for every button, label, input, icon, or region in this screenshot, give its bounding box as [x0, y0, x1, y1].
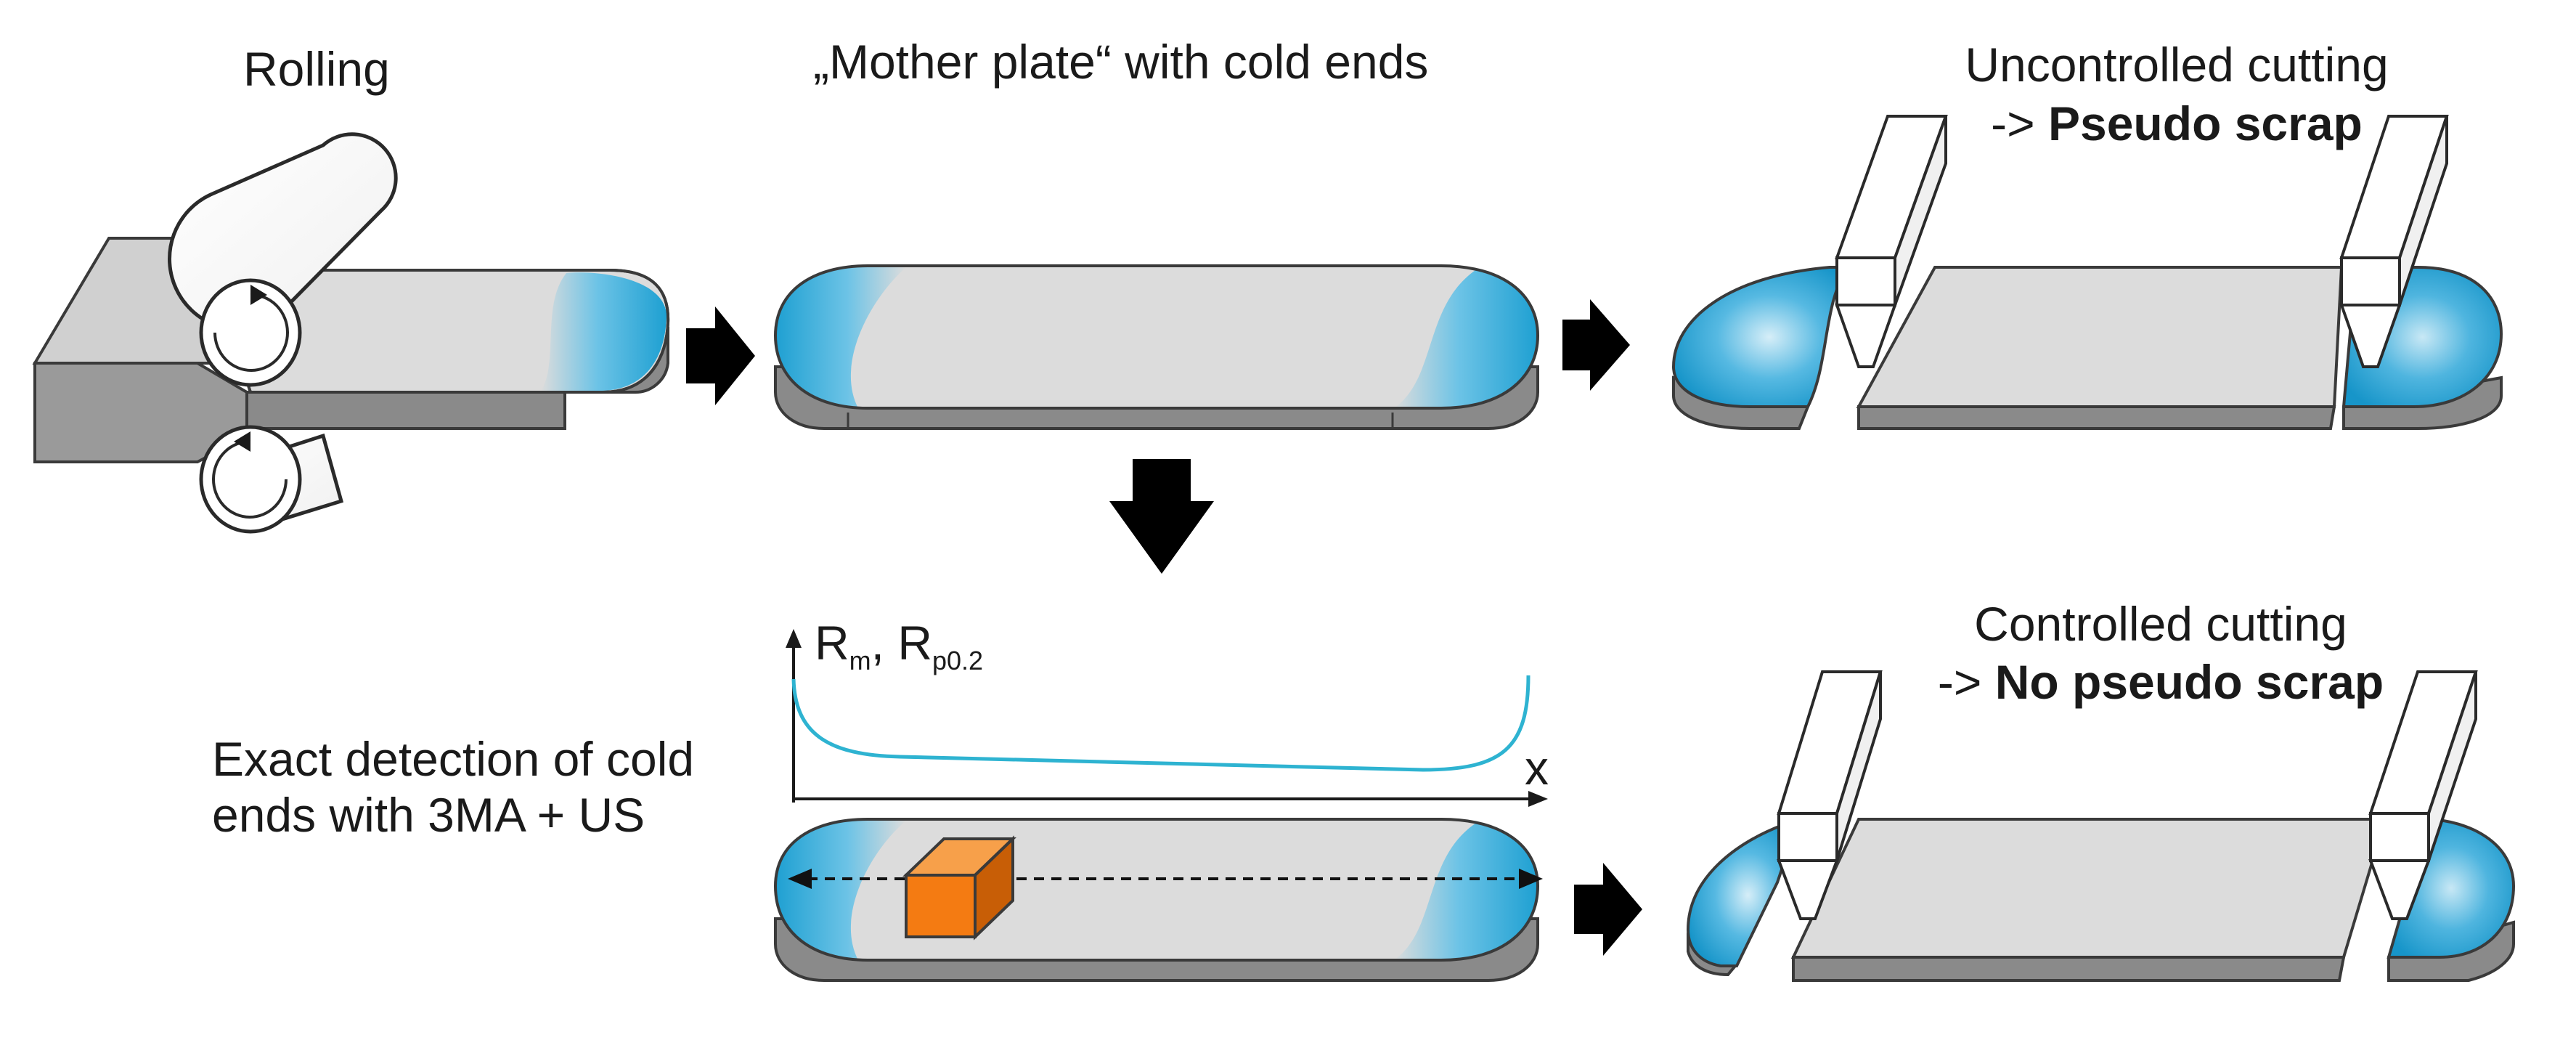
detection-label-line1: Exact detection of cold: [212, 732, 694, 786]
right-arrow-icon: [1574, 863, 1642, 956]
y-axis-label: Rm, Rp0.2: [815, 616, 983, 675]
controlled-cutting-result: -> No pseudo scrap: [1938, 655, 2384, 709]
down-arrow-icon: [1109, 459, 1214, 574]
no-pseudo-scrap-label: No pseudo scrap: [1995, 655, 2384, 709]
mother-plate-label: „Mother plate“ with cold ends: [813, 35, 1428, 89]
mother-plate: [773, 264, 1540, 430]
right-arrow-icon: [1562, 299, 1630, 391]
uncontrolled-cutting-result: -> Pseudo scrap: [1991, 97, 2363, 150]
rolling-label: Rolling: [243, 42, 390, 96]
strength-profile-curve: [791, 675, 1530, 772]
cutting-blade-icon: [2339, 115, 2449, 368]
property-profile-chart: Rm, Rp0.2 x: [786, 616, 1549, 807]
uncontrolled-cutting: [1671, 115, 2503, 430]
cutting-blade-icon: [2368, 670, 2478, 920]
uncontrolled-cutting-title: Uncontrolled cutting: [1965, 38, 2388, 92]
detection-label-line2: ends with 3MA + US: [212, 788, 645, 842]
controlled-cutting: [1686, 670, 2516, 982]
controlled-arrow-prefix: ->: [1938, 655, 1995, 709]
right-arrow-icon: [686, 306, 755, 405]
sensor-box-icon: [902, 835, 1016, 941]
cutting-blade-icon: [1835, 115, 1948, 368]
cutting-blade-icon: [1777, 670, 1883, 920]
inspected-mother-plate: [773, 818, 1543, 982]
controlled-cutting-title: Controlled cutting: [1974, 597, 2347, 651]
upper-roll: [167, 132, 398, 387]
x-axis-label: x: [1525, 741, 1549, 795]
lower-roll: [199, 425, 344, 534]
y-axis-arrowhead: [786, 629, 802, 648]
roll-rotation-icon: [212, 439, 288, 519]
pseudo-scrap-label: Pseudo scrap: [2048, 97, 2363, 150]
roll-rotation-icon: [213, 293, 289, 372]
rolling-mill: [32, 132, 670, 534]
uncontrolled-arrow-prefix: ->: [1991, 97, 2048, 150]
x-axis-arrowhead: [1528, 791, 1548, 807]
